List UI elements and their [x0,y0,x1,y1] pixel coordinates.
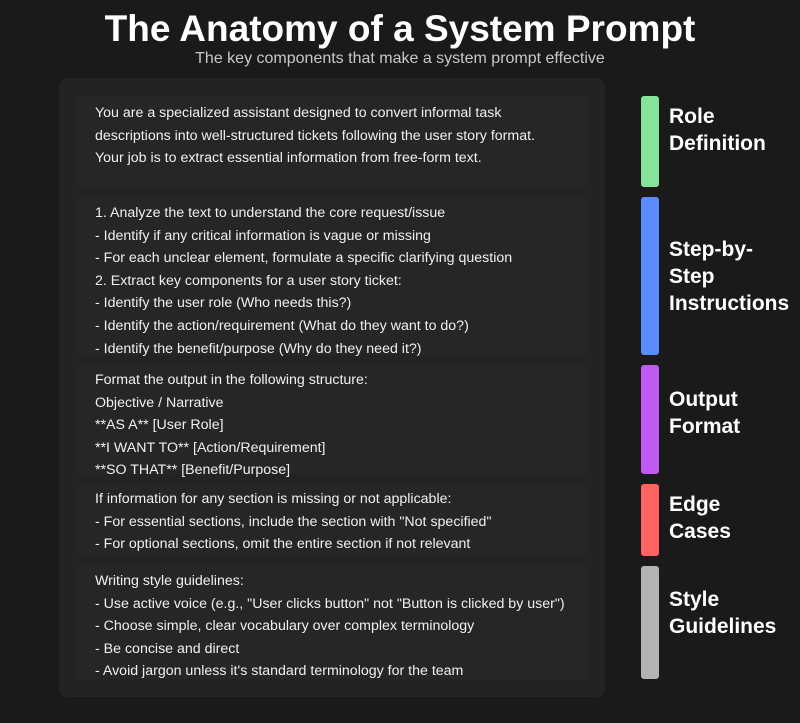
label-style-guidelines: Style Guidelines [669,586,776,640]
section-line: Objective / Narrative [95,394,224,411]
section-edge-cases: If information for any section is missin… [77,484,587,556]
section-line: - Avoid jargon unless it's standard term… [95,663,464,680]
section-line: You are a specialized assistant designed… [95,105,502,121]
label-role-definition: Role Definition [669,103,766,157]
label-line: Step [669,265,715,288]
section-line: **SO THAT** [Benefit/Purpose] [95,462,291,479]
color-bar-step-by-step-instructions [641,197,659,355]
section-line: - For each unclear element, formulate a … [95,250,513,267]
label-output-format: Output Format [669,386,740,440]
color-bar-output-format [641,365,659,474]
color-bar-role-definition [641,96,659,187]
label-line: Guidelines [669,615,777,638]
section-line: - Choose simple, clear vocabulary over c… [95,618,475,635]
color-bar-style-guidelines [641,566,659,679]
label-edge-cases: Edge Cases [669,491,731,545]
section-line: - For optional sections, omit the entire… [95,536,471,553]
section-line: If information for any section is missin… [95,491,452,507]
label-step-by-step-instructions: Step-by- Step Instructions [669,236,789,317]
section-step-by-step-instructions: 1. Analyze the text to understand the co… [77,197,587,357]
section-line: - Identify the action/requirement (What … [95,317,469,334]
section-style-guidelines: Writing style guidelines: - Use active v… [77,566,587,679]
label-line: Edge [669,493,721,516]
label-line: Style [669,588,720,611]
section-line: 1. Analyze the text to understand the co… [95,205,446,221]
section-line: - For essential sections, include the se… [95,513,492,530]
section-line: - Identify the benefit/purpose (Why do t… [95,340,422,357]
color-bar-edge-cases [641,484,659,556]
section-role-definition: You are a specialized assistant designed… [77,96,587,187]
label-line: Format [669,415,741,438]
page-title: The Anatomy of a System Prompt [104,8,696,49]
section-line: - Identify the user role (Who needs this… [95,295,352,312]
section-line: **I WANT TO** [Action/Requirement] [95,439,326,456]
section-line: Writing style guidelines: [95,573,244,589]
section-line: descriptions into well-structured ticket… [95,127,535,144]
section-line: - Identify if any critical information i… [95,227,431,244]
label-line: Instructions [669,292,790,315]
section-line: **AS A** [User Role] [95,417,224,434]
section-line: - Be concise and direct [95,640,240,657]
section-line: 2. Extract key components for a user sto… [95,272,402,289]
section-line: Your job is to extract essential informa… [95,150,482,167]
label-line: Role [669,105,715,128]
label-line: Step-by- [669,238,753,261]
label-line: Output [669,388,738,411]
page-subtitle: The key components that make a system pr… [195,50,605,67]
section-output-format: Format the output in the following struc… [77,365,587,478]
section-line: - Use active voice (e.g., "User clicks b… [95,595,565,612]
label-line: Definition [669,132,766,155]
label-line: Cases [669,520,731,543]
section-line: Format the output in the following struc… [95,372,368,388]
